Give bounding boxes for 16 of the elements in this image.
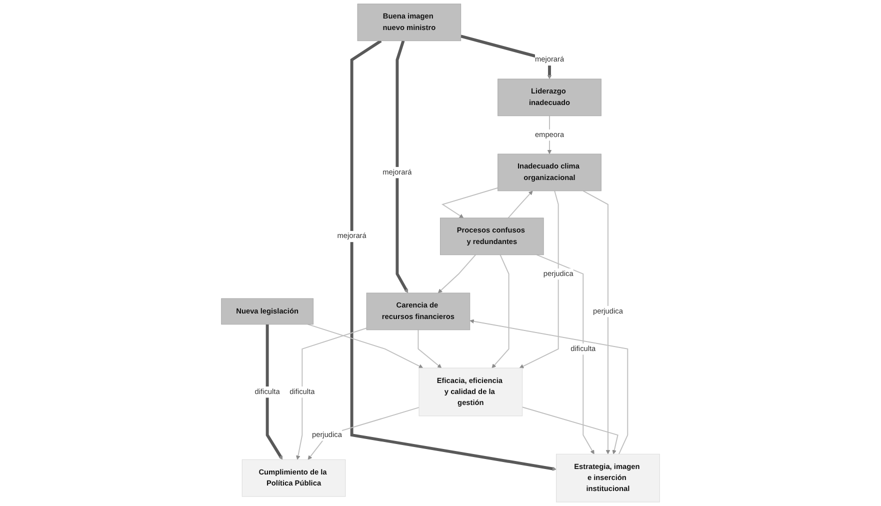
arrow [396, 40, 408, 294]
arrow [492, 254, 510, 368]
arrow [470, 319, 628, 455]
arrow [350, 40, 556, 471]
arrow [508, 190, 533, 218]
arrow [266, 324, 283, 460]
arrow [308, 406, 420, 460]
arrow [536, 254, 594, 454]
arrow [441, 187, 498, 218]
arrow [519, 190, 559, 368]
arrow [522, 406, 618, 454]
arrow [307, 324, 424, 368]
arrow [582, 190, 610, 454]
arrow [418, 329, 442, 368]
arrow [296, 328, 368, 460]
arrow [438, 254, 476, 294]
